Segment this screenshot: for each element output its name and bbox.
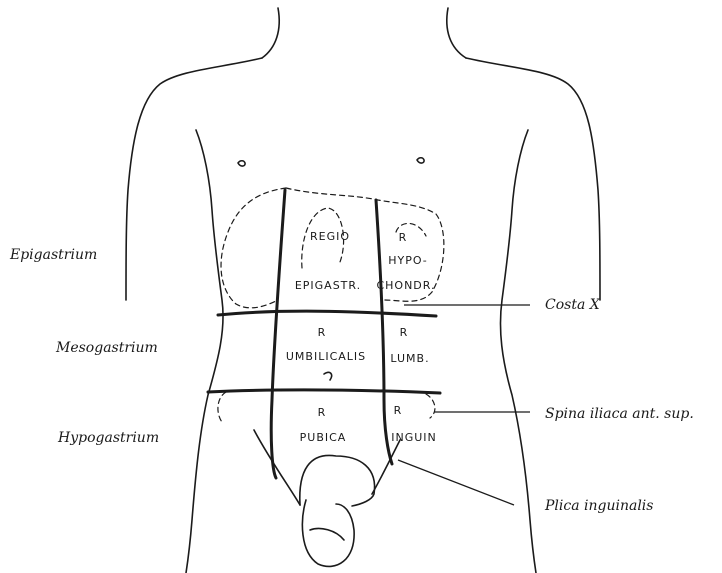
neck-left-line [262, 8, 279, 58]
label-costa-x: Costa X [545, 297, 601, 313]
upper-horizontal-line [218, 311, 436, 316]
left-iliac-outline [218, 392, 226, 422]
region-epigastric-line1: REGIO [310, 230, 350, 243]
left-nipple [238, 161, 245, 166]
torso-outline [126, 8, 600, 573]
left-inguinal-fold [254, 430, 300, 505]
right-body-side [500, 130, 536, 573]
pubic-hair-outline [300, 455, 375, 506]
label-mesogastrium: Mesogastrium [55, 340, 158, 356]
genital-outline [302, 500, 354, 566]
right-vertical-line [376, 200, 392, 464]
plica-pointer [398, 460, 514, 505]
right-inguinal-fold [372, 440, 400, 494]
region-pubic-line2: PUBICA [300, 431, 347, 444]
left-arm-outline [126, 58, 262, 300]
region-hypochondr-line1: R [399, 231, 408, 244]
label-hypogastrium: Hypogastrium [57, 430, 159, 446]
region-umbilical-line2: UMBILICALIS [286, 350, 366, 363]
left-body-side [186, 130, 223, 573]
genital-detail [310, 528, 344, 540]
pointer-lines [398, 305, 530, 505]
left-vertical-line [271, 190, 285, 478]
region-inguinal-line1: R [394, 404, 403, 417]
region-inguinal-line2: INGUIN [391, 431, 437, 444]
region-hypochondr-line3: CHONDR. [376, 279, 435, 292]
label-epigastrium: Epigastrium [9, 247, 97, 263]
neck-right-line [447, 8, 466, 58]
lower-horizontal-line [208, 390, 440, 393]
region-lumbar-line2: LUMB. [390, 352, 429, 365]
right-arm-outline [466, 58, 600, 300]
label-spina-iliaca: Spina iliaca ant. sup. [545, 406, 694, 422]
region-epigastric-line2: EPIGASTR. [295, 279, 361, 292]
right-iliac-outline [426, 394, 435, 418]
costal-margin-left [221, 188, 286, 308]
pelvic-outline [254, 372, 400, 566]
region-pubic-line1: R [318, 406, 327, 419]
navel [324, 372, 332, 380]
region-umbilical-line1: R [318, 326, 327, 339]
right-nipple [417, 158, 424, 163]
region-lumbar-line1: R [400, 326, 409, 339]
region-hypochondr-line2: HYPO- [388, 254, 428, 267]
label-plica-inguinalis: Plica inguinalis [544, 498, 653, 514]
